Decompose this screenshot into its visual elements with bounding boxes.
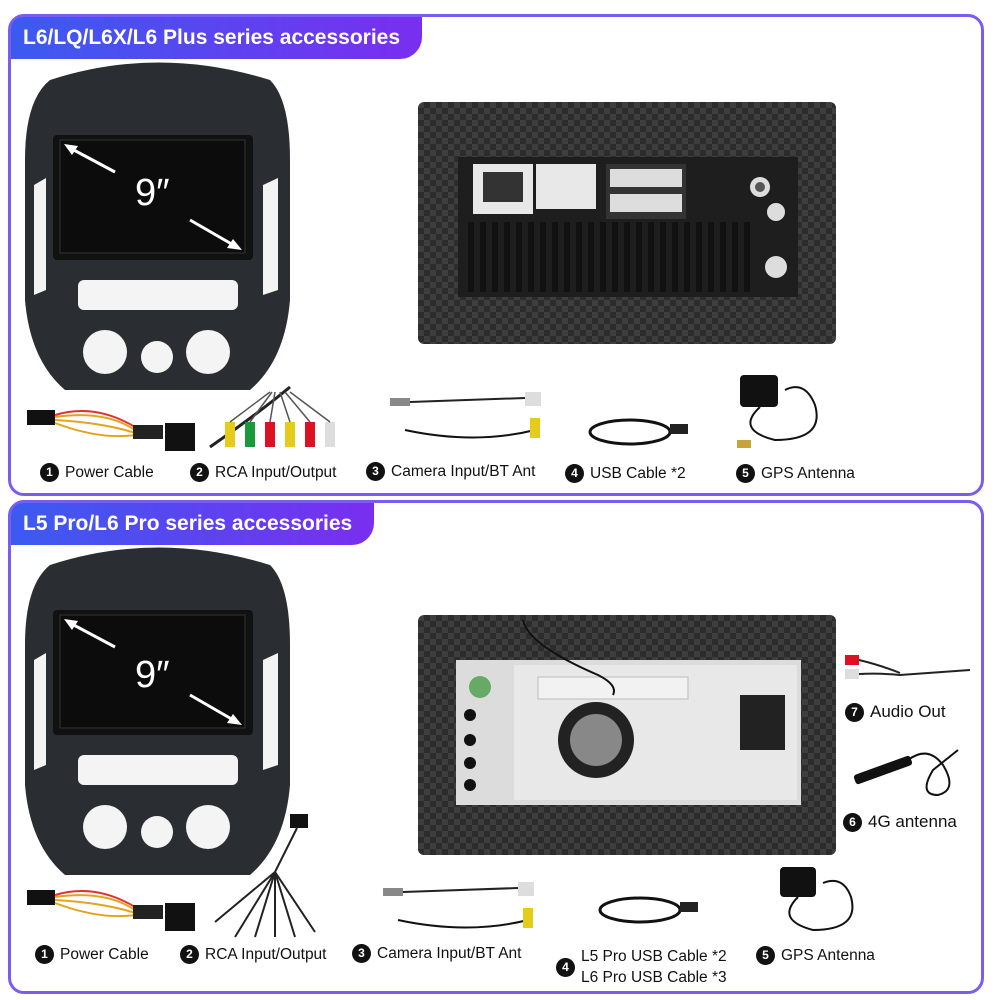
camera-cable-image	[383, 882, 534, 929]
item-caption: 4 L5 Pro USB Cable *2 L6 Pro USB Cable *3	[556, 946, 727, 988]
car-frame-image	[25, 547, 290, 875]
usb-cable-image	[598, 896, 698, 924]
item-caption: 5 GPS Antenna	[736, 464, 855, 483]
item-number: 3	[352, 944, 371, 963]
item-caption: 4 USB Cable *2	[565, 464, 686, 483]
usb-cable-image	[588, 418, 688, 446]
item-caption: 3 Camera Input/BT Ant	[366, 462, 535, 481]
item-label: 4G antenna	[868, 812, 957, 831]
item-label: RCA Input/Output	[215, 463, 337, 481]
screen-size-label: 9″	[135, 172, 170, 214]
item-caption: 5 GPS Antenna	[756, 946, 875, 965]
item-label: Camera Input/BT Ant	[377, 944, 522, 962]
head-unit-back-image	[418, 102, 836, 344]
section-title: L5 Pro/L6 Pro series accessories	[11, 503, 375, 545]
rca-cable-image	[214, 814, 316, 938]
item-caption: 1 Power Cable	[35, 945, 149, 964]
item-number: 1	[35, 945, 54, 964]
item-label: USB Cable *2	[590, 464, 686, 482]
item-label: Power Cable	[60, 945, 149, 963]
item-number: 5	[756, 946, 775, 965]
item-label: GPS Antenna	[781, 946, 875, 964]
rca-cable-image	[209, 385, 335, 449]
item-number: 6	[843, 812, 862, 832]
item-label: L5 Pro USB Cable *2	[581, 948, 727, 965]
audio-out-cable-image	[845, 655, 971, 679]
item-label: Audio Out	[870, 702, 946, 721]
item-number: 2	[180, 945, 199, 964]
item-number: 4	[565, 464, 584, 483]
item-number: 2	[190, 463, 209, 482]
4g-antenna-image	[853, 749, 959, 797]
section-title: L6/LQ/L6X/L6 Plus series accessories	[11, 17, 423, 59]
camera-cable-image	[390, 392, 541, 439]
item-label: Camera Input/BT Ant	[391, 462, 536, 480]
item-caption: 2 RCA Input/Output	[180, 945, 327, 964]
gps-antenna-image	[780, 867, 854, 932]
power-cable-image	[27, 410, 195, 451]
item-caption: 6 4G antenna	[843, 812, 957, 832]
item-caption: 3 Camera Input/BT Ant	[352, 944, 521, 963]
item-caption: 1 Power Cable	[40, 463, 154, 482]
item-caption: 2 RCA Input/Output	[190, 463, 337, 482]
item-number: 3	[366, 462, 385, 481]
head-unit-back-image	[418, 615, 836, 855]
item-label: Power Cable	[65, 463, 154, 481]
item-number: 1	[40, 463, 59, 482]
item-label: GPS Antenna	[761, 464, 855, 482]
car-frame-image	[25, 62, 290, 390]
item-label-secondary: L6 Pro USB Cable *3	[581, 969, 727, 986]
item-number: 4	[556, 957, 575, 977]
screen-size-label: 9″	[135, 654, 170, 696]
item-number: 7	[845, 702, 864, 722]
gps-antenna-image	[737, 375, 818, 448]
item-caption: 7 Audio Out	[845, 702, 946, 722]
power-cable-image	[27, 890, 195, 931]
item-number: 5	[736, 464, 755, 483]
item-label: RCA Input/Output	[205, 945, 327, 963]
